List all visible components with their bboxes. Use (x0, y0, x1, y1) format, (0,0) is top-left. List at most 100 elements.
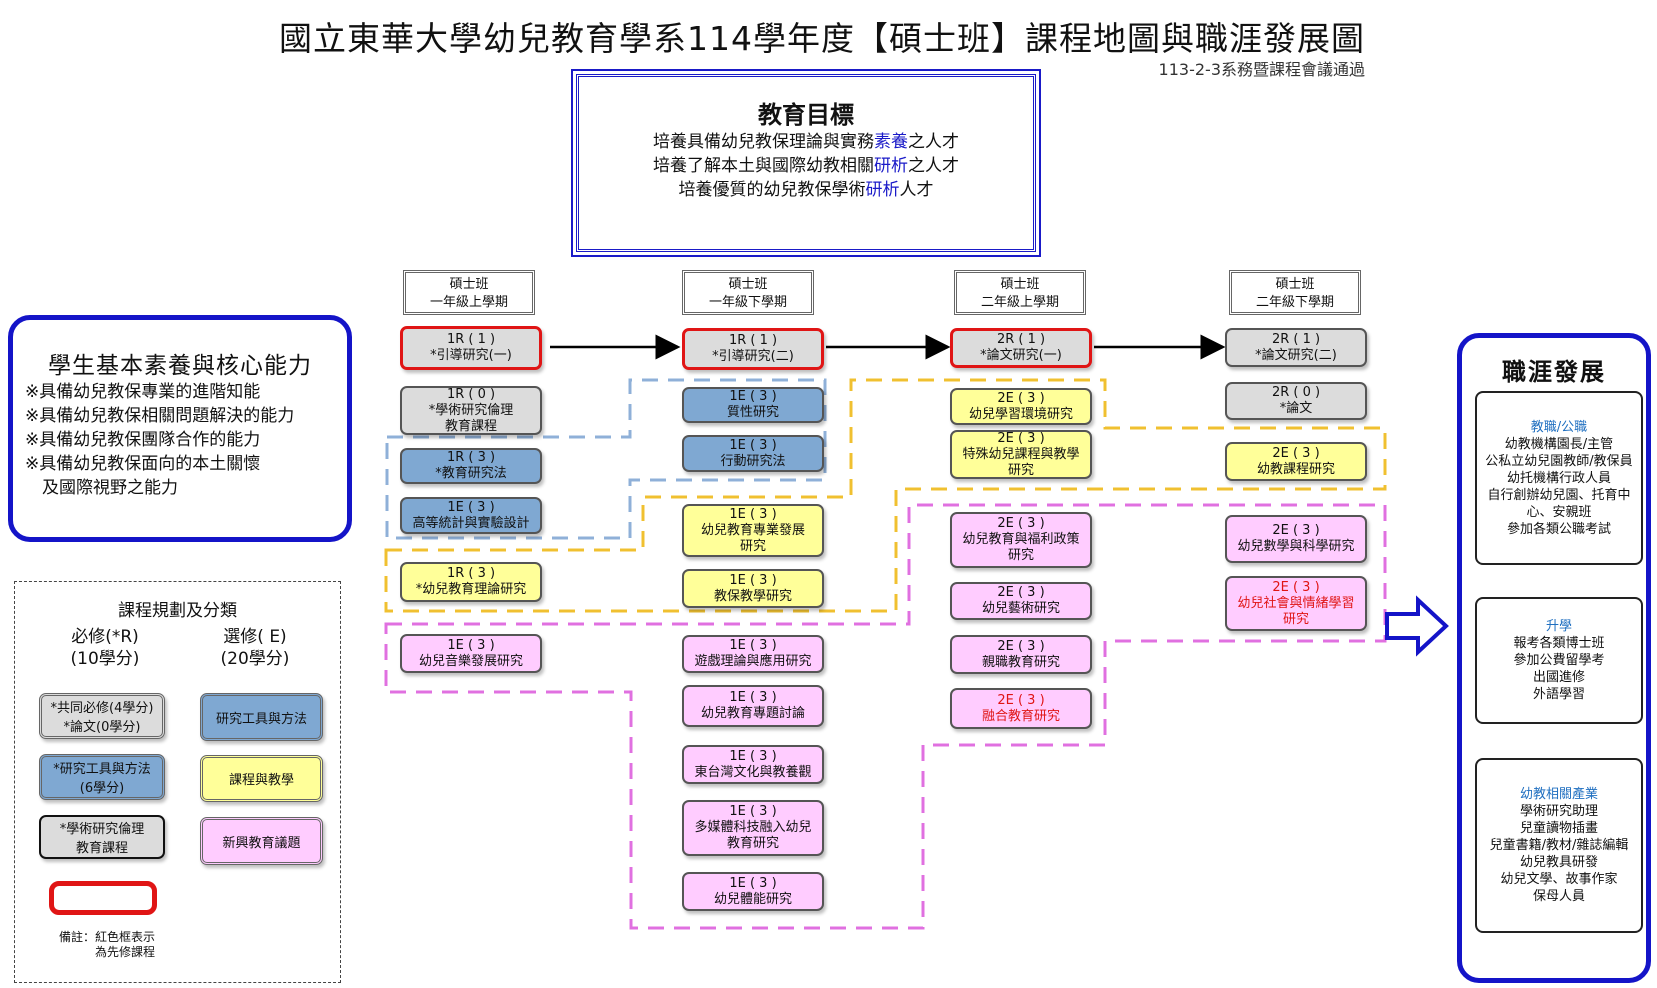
competency-item: ※具備幼兒教保專業的進階知能 (25, 382, 261, 402)
course-box: 1E ( 3 )教保教學研究 (682, 569, 824, 608)
career-group: 升學報考各類博士班參加公費留學考出國進修外語學習 (1475, 597, 1643, 724)
course-code: 1E ( 3 ) (447, 499, 495, 515)
course-box: 2E ( 3 )幼兒學習環境研究 (950, 388, 1092, 425)
course-name: *引導研究(二) (712, 349, 794, 364)
career-group: 教職/公職幼教機構園長/主管公私立幼兒園教師/教保員幼托機構行政人員自行創辦幼兒… (1475, 391, 1643, 565)
course-box: 1E ( 3 )質性研究 (682, 387, 824, 423)
course-box: 2E ( 3 )幼兒社會與情緒學習 研究 (1225, 576, 1367, 631)
semester-header: 碩士班一年級上學期 (403, 270, 535, 315)
career-item: 兒童書籍/教材/雜誌編輯 (1489, 838, 1629, 853)
career-item: 參加公費留學考 (1513, 653, 1605, 668)
course-box: 1E ( 3 )幼兒教育專題討論 (682, 685, 824, 727)
course-box: 2E ( 3 )親職教育研究 (950, 635, 1092, 674)
course-name: 質性研究 (726, 405, 779, 420)
course-name: 幼教課程研究 (1256, 461, 1335, 477)
course-name: 幼兒音樂發展研究 (418, 653, 523, 669)
semester-header: 碩士班二年級上學期 (954, 270, 1086, 315)
legend-elective-header: 選修( E)(20學分) (220, 627, 290, 669)
legend-ethics: *學術研究倫理 教育課程 (39, 815, 165, 859)
course-code: 1E ( 3 ) (729, 506, 777, 522)
legend-note: 備註：紅色框表示 為先修課程 (59, 930, 156, 959)
course-code: 1E ( 3 ) (729, 638, 777, 653)
course-box: 1E ( 3 )幼兒音樂發展研究 (400, 634, 542, 673)
course-name: *論文 (1279, 401, 1313, 416)
course-name: 特殊幼兒課程與教學 研究 (962, 446, 1080, 478)
course-box: 1R ( 3 )*教育研究法 (400, 448, 542, 484)
course-name: 幼兒體能研究 (713, 891, 792, 907)
course-name: 幼兒教育專題討論 (700, 706, 805, 721)
course-box: 2E ( 3 )幼兒藝術研究 (950, 582, 1092, 620)
career-item: 參加各類公職考試 (1506, 521, 1611, 537)
course-name: 多媒體科技融入幼兒 教育研究 (694, 820, 812, 851)
emerging-issues-group-outline (384, 503, 1387, 930)
course-name: 東台灣文化與教養觀 (694, 764, 812, 780)
course-box: 1R ( 1 )*引導研究(二) (682, 328, 824, 370)
course-name: *學術研究倫理 教育課程 (428, 402, 514, 434)
core-competencies-box: 學生基本素養與核心能力 ※具備幼兒教保專業的進階知能 ※具備幼兒教保相關問題解決… (8, 315, 352, 542)
course-code: 2R ( 0 ) (1271, 385, 1321, 400)
research-methods-group-outline (385, 378, 827, 540)
career-group-title: 升學 (1545, 619, 1572, 634)
career-item: 幼兒教具研發 (1519, 855, 1598, 870)
course-box: 2R ( 1 )*論文研究(一) (950, 328, 1092, 368)
course-code: 1R ( 1 ) (728, 333, 778, 348)
curriculum-teaching-group-outline (384, 378, 1387, 613)
course-code: 2E ( 3 ) (997, 390, 1045, 406)
course-code: 1E ( 3 ) (729, 748, 777, 764)
course-name: *引導研究(一) (430, 348, 512, 363)
competency-item: ※具備幼兒教保相關問題解決的能力 (25, 406, 295, 426)
course-box: 2E ( 3 )幼教課程研究 (1225, 442, 1367, 481)
legend-box: 課程規劃及分類 必修(*R)(10學分) 選修( E)(20學分) *共同必修(… (14, 581, 341, 983)
course-name: 幼兒數學與科學研究 (1237, 539, 1355, 554)
goal-line: 培養具備幼兒教保理論與實務素養之人才 (653, 132, 959, 152)
legend-emerging-issues: 新興教育議題 (200, 817, 323, 865)
course-box: 1E ( 3 )多媒體科技融入幼兒 教育研究 (682, 800, 824, 856)
legend-prereq-swatch (49, 881, 157, 915)
course-code: 2R ( 1 ) (996, 332, 1046, 347)
page-title: 國立東華大學幼兒教育學系114學年度【碩士班】課程地圖與職涯發展圖 (279, 19, 1365, 58)
course-box: 2E ( 3 )幼兒數學與科學研究 (1225, 515, 1367, 563)
career-item: 外語學習 (1532, 687, 1585, 702)
course-code: 1R ( 0 ) (446, 386, 496, 402)
career-item: 兒童讀物插畫 (1519, 821, 1598, 836)
competency-item: ※具備幼兒教保團隊合作的能力 (25, 430, 261, 450)
course-name: 幼兒學習環境研究 (968, 406, 1073, 422)
course-code: 1E ( 3 ) (729, 804, 777, 819)
course-code: 2E ( 3 ) (997, 516, 1045, 531)
course-name: 幼兒教育與福利政策 研究 (962, 532, 1080, 563)
course-name: *幼兒教育理論研究 (415, 582, 527, 597)
legend-required-methods: *研究工具與方法 (6學分) (39, 754, 165, 800)
career-item: 幼兒文學、故事作家 (1500, 872, 1618, 887)
course-name: 高等統計與實驗設計 (412, 515, 530, 531)
course-name: *教育研究法 (435, 466, 507, 481)
course-name: 幼兒教育專業發展 研究 (700, 522, 805, 554)
semester-header: 碩士班二年級下學期 (1229, 270, 1361, 315)
course-code: 1R ( 1 ) (446, 332, 496, 347)
education-goals-box: 教育目標 培養具備幼兒教保理論與實務素養之人才 培養了解本土與國際幼教相關研析之… (571, 69, 1041, 257)
course-name: 遊戲理論與應用研究 (694, 654, 812, 669)
course-code: 2E ( 3 ) (997, 585, 1045, 600)
goal-line: 培養了解本土與國際幼教相關研析之人才 (653, 156, 959, 176)
course-code: 1E ( 3 ) (729, 875, 777, 891)
legend-common-required: *共同必修(4學分) *論文(0學分) (39, 693, 165, 739)
core-heading: 學生基本素養與核心能力 (48, 353, 312, 379)
course-box: 2E ( 3 )特殊幼兒課程與教學 研究 (950, 430, 1092, 479)
approval-note: 113-2-3系務暨課程會議通過 (1158, 60, 1365, 79)
career-group-title: 幼教相關產業 (1519, 787, 1598, 802)
course-code: 2E ( 3 ) (1272, 523, 1320, 538)
course-name: 教保教學研究 (713, 588, 792, 604)
course-box: 1R ( 3 )*幼兒教育理論研究 (400, 562, 542, 602)
career-group-title: 教職/公職 (1530, 419, 1588, 435)
course-code: 2E ( 3 ) (1272, 445, 1320, 461)
course-box: 1R ( 0 )*學術研究倫理 教育課程 (400, 386, 542, 435)
legend-heading: 課程規劃及分類 (118, 601, 237, 621)
career-item: 學術研究助理 (1519, 804, 1598, 819)
career-arrow-icon (1385, 595, 1449, 657)
course-code: 1E ( 3 ) (729, 690, 777, 705)
legend-elective-methods: 研究工具與方法 (200, 693, 323, 741)
course-box: 1R ( 1 )*引導研究(一) (400, 326, 542, 370)
course-box: 1E ( 3 )東台灣文化與教養觀 (682, 745, 824, 784)
course-code: 1R ( 3 ) (446, 566, 496, 581)
course-name: 融合教育研究 (981, 708, 1060, 724)
